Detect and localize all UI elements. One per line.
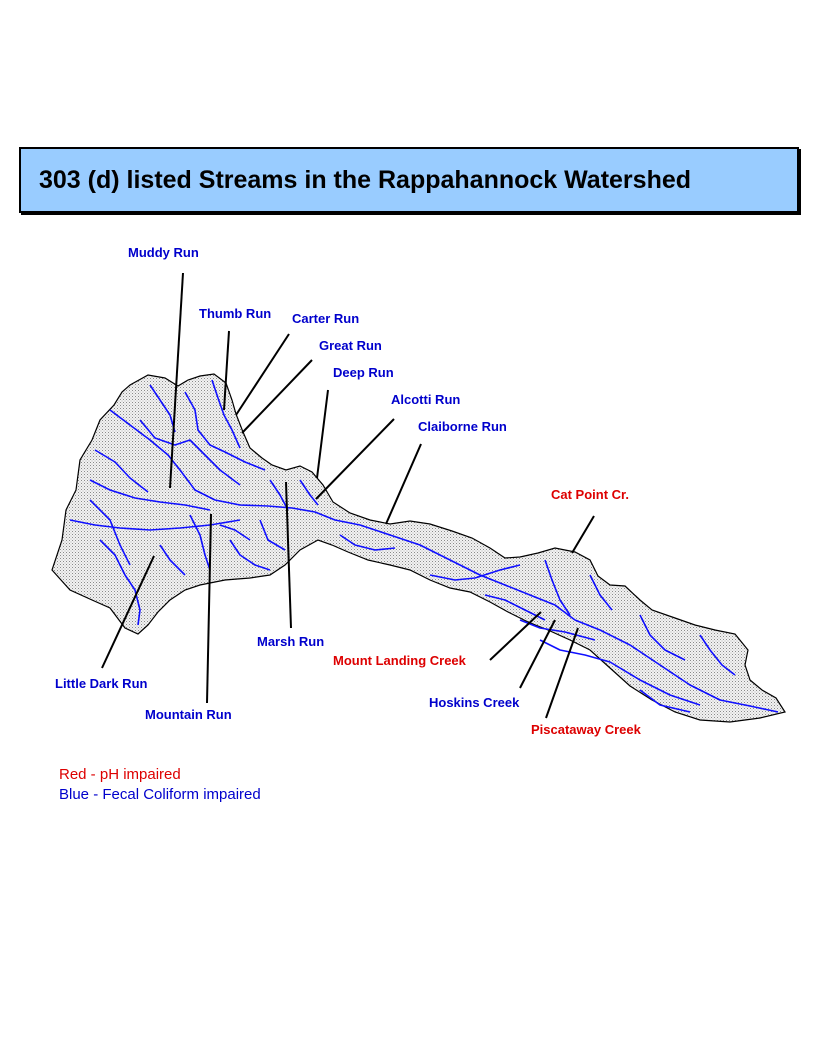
label-little-dark-run: Little Dark Run <box>55 676 148 691</box>
label-thumb-run: Thumb Run <box>199 306 271 321</box>
leader-mount-landing-creek <box>489 611 542 661</box>
label-alcotti-run: Alcotti Run <box>391 392 460 407</box>
map-title-box: 303 (d) listed Streams in the Rappahanno… <box>19 147 799 213</box>
leader-lines <box>101 272 595 719</box>
watershed-outline <box>51 373 786 723</box>
leader-carter-run <box>235 333 290 416</box>
legend-blue: Blue - Fecal Coliform impaired <box>59 786 261 803</box>
label-deep-run: Deep Run <box>333 365 394 380</box>
map-title: 303 (d) listed Streams in the Rappahanno… <box>39 165 692 194</box>
leader-alcotti-run <box>315 418 395 500</box>
label-mount-landing-creek: Mount Landing Creek <box>333 653 467 668</box>
label-marsh-run: Marsh Run <box>257 634 324 649</box>
leader-great-run <box>241 359 313 434</box>
leader-marsh-run <box>285 481 292 629</box>
legend-red: Red - pH impaired <box>59 766 181 783</box>
label-cat-point-cr: Cat Point Cr. <box>551 487 629 502</box>
leader-little-dark-run <box>101 555 155 669</box>
leader-mountain-run <box>206 513 212 704</box>
leader-deep-run <box>316 389 329 479</box>
leader-thumb-run <box>223 330 230 411</box>
label-piscataway-creek: Piscataway Creek <box>531 722 642 737</box>
label-mountain-run: Mountain Run <box>145 707 232 722</box>
label-muddy-run: Muddy Run <box>128 245 199 260</box>
label-carter-run: Carter Run <box>292 311 359 326</box>
leader-muddy-run <box>169 272 184 489</box>
label-hoskins-creek: Hoskins Creek <box>429 695 520 710</box>
label-great-run: Great Run <box>319 338 382 353</box>
label-claiborne-run: Claiborne Run <box>418 419 507 434</box>
leader-claiborne-run <box>385 443 422 525</box>
stream-network <box>69 379 779 713</box>
leader-hoskins-creek <box>519 619 556 689</box>
leader-cat-point-cr <box>571 515 595 554</box>
leader-piscataway-creek <box>545 627 579 719</box>
